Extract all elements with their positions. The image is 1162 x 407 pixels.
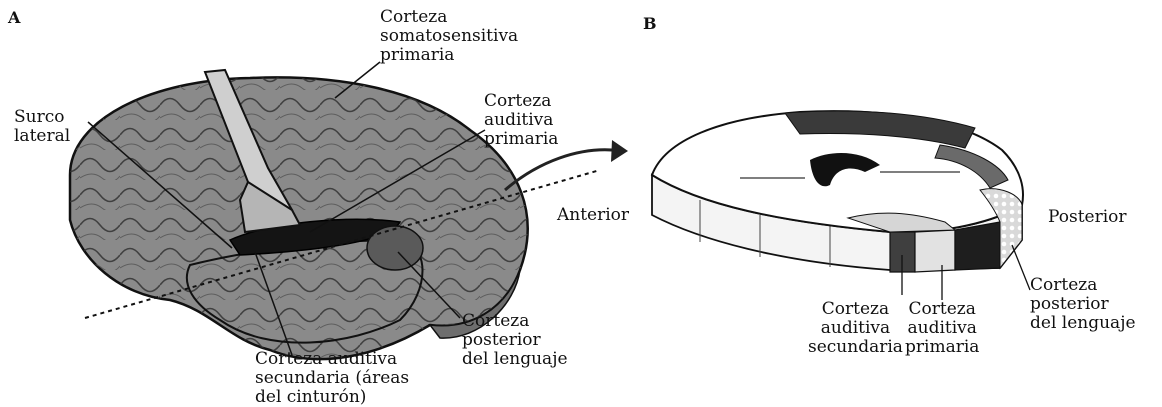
label-secondary-auditory-cortex-b: Corteza auditiva secundaria (808, 300, 903, 357)
brain-slab-section (652, 111, 1030, 300)
label-posterior-language-cortex-a: Corteza posterior del lenguaje (462, 312, 568, 369)
panel-a-letter: A (8, 8, 20, 27)
label-secondary-auditory-cortex-a: Corteza auditiva secundaria (áreas del c… (255, 350, 409, 407)
label-lateral-sulcus: Surco lateral (14, 108, 70, 146)
label-posterior-language-cortex-b: Corteza posterior del lenguaje (1030, 276, 1136, 333)
panel-b-letter: B (643, 14, 657, 33)
section-arrow (505, 150, 612, 190)
label-primary-auditory-cortex-a: Corteza auditiva primaria (484, 92, 558, 149)
posterior-language-strip (955, 222, 1000, 270)
label-anterior: Anterior (557, 206, 629, 225)
label-primary-auditory-cortex-b: Corteza auditiva primaria (905, 300, 979, 357)
label-posterior: Posterior (1048, 208, 1127, 227)
posterior-language-area (367, 226, 423, 270)
primary-auditory-strip (915, 230, 955, 272)
label-somatosensory-cortex: Corteza somatosensitiva primaria (380, 8, 518, 65)
